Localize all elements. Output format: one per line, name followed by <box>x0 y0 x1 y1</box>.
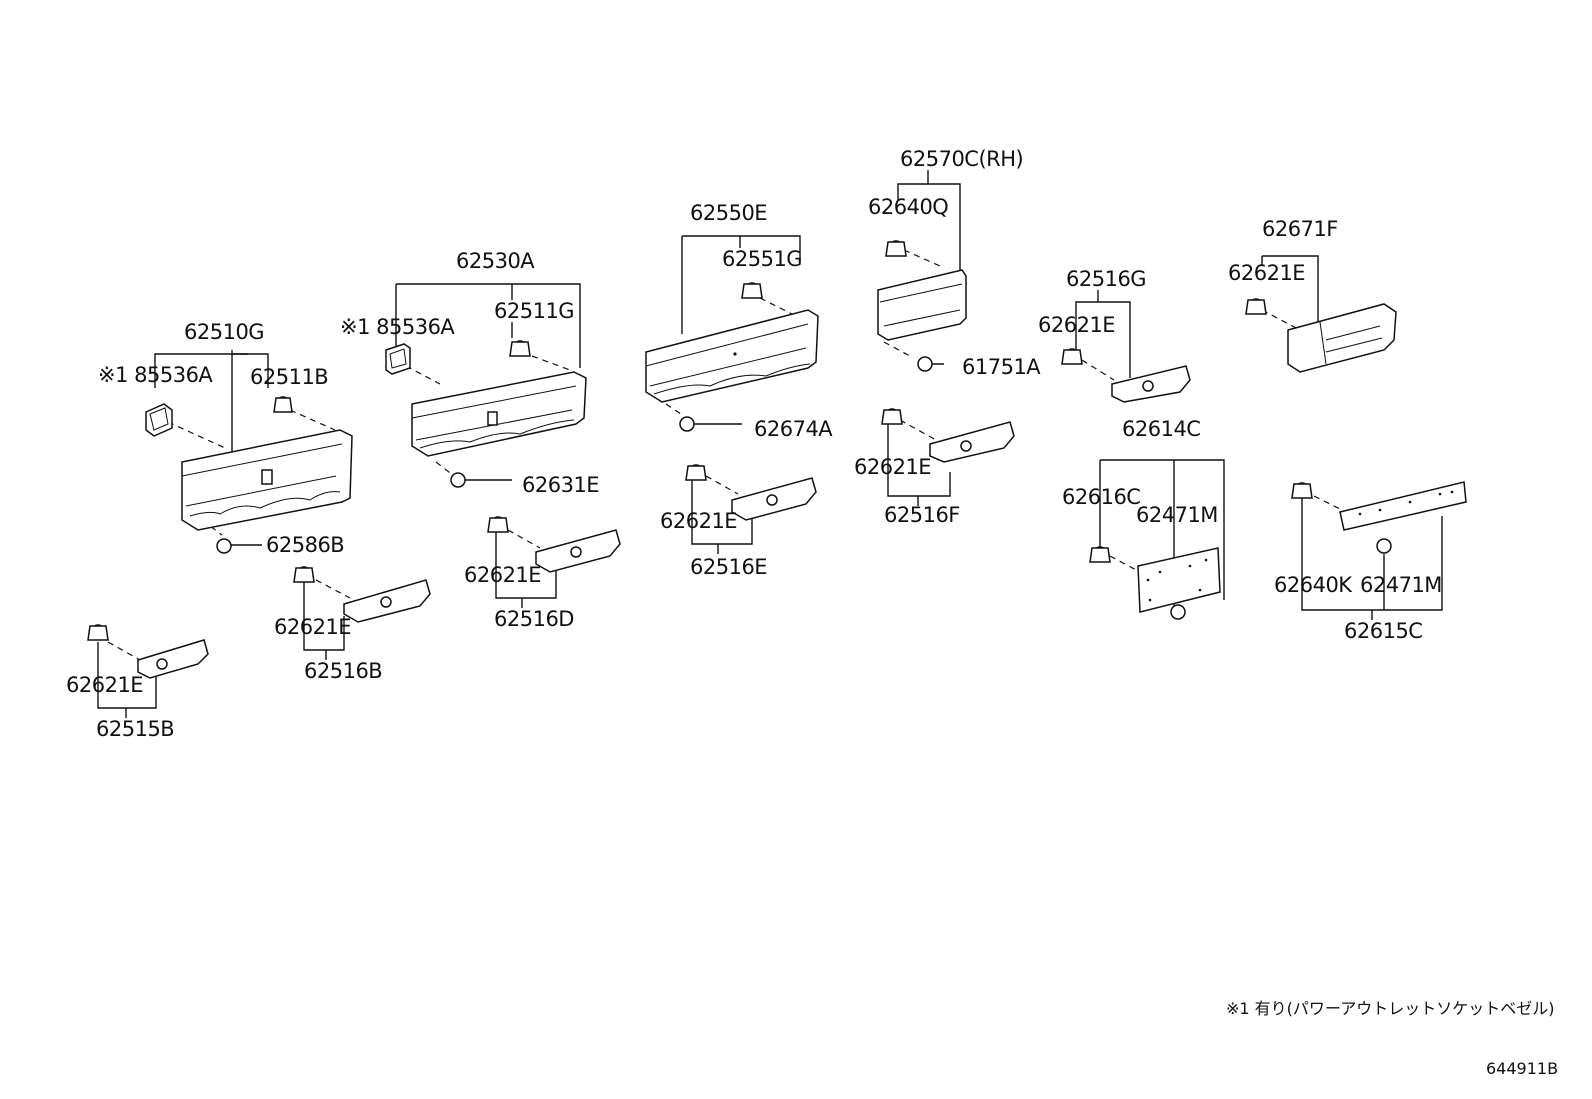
bracket-62516b <box>343 579 431 623</box>
label-62530a: 62530A <box>456 249 535 273</box>
label-62516g: 62516G <box>1066 267 1146 291</box>
clip-62640k <box>1291 482 1313 499</box>
label-62674a: 62674A <box>754 417 833 441</box>
label-62551g: 62551G <box>722 247 802 271</box>
clip-62621e-g <box>87 624 109 641</box>
pin-62471m-a <box>1170 604 1186 620</box>
clip-62616c <box>1089 546 1111 563</box>
part-labels: 62510G ※1 85536A 62511B 62586B 62530A ※1… <box>66 147 1442 741</box>
assembly-62570c <box>877 170 967 372</box>
label-62621e-e: 62621E <box>464 563 541 587</box>
label-62471m-a: 62471M <box>1136 503 1218 527</box>
label-62621e-g: 62621E <box>66 673 143 697</box>
label-85536a-left: ※1 85536A <box>98 363 213 387</box>
pin-61751a <box>917 356 933 372</box>
pin-62674a <box>679 416 695 432</box>
assembly-62516f <box>881 408 1015 506</box>
label-62671f: 62671F <box>1262 217 1338 241</box>
label-62511b: 62511B <box>250 365 328 389</box>
bracket-62516f <box>929 421 1015 463</box>
panel-62570c <box>877 269 967 341</box>
bracket-62516g <box>1111 365 1191 403</box>
label-85536a-mid: ※1 85536A <box>340 315 455 339</box>
bracket-62515b <box>137 639 209 679</box>
assembly-62516e <box>685 464 817 554</box>
label-62621e-c: 62621E <box>854 455 931 479</box>
footnote: ※1 有り(パワーアウトレットソケットベゼル) <box>1226 999 1555 1018</box>
panel-62530a <box>411 371 587 457</box>
panel-62550e <box>645 309 819 403</box>
label-62510g: 62510G <box>184 320 264 344</box>
assembly-62515b <box>87 624 209 718</box>
assembly-62615c <box>1291 481 1467 620</box>
assembly-62510g <box>145 350 353 554</box>
label-62586b: 62586B <box>266 533 344 557</box>
pin-62586b <box>216 538 232 554</box>
label-62550e: 62550E <box>690 201 767 225</box>
label-62615c: 62615C <box>1344 619 1422 643</box>
label-62621e-b: 62621E <box>1038 313 1115 337</box>
clip-62621e-b <box>1061 348 1083 365</box>
bezel-85536a-mid <box>385 343 411 375</box>
label-62640q: 62640Q <box>868 195 948 219</box>
clip-62551g <box>741 282 763 299</box>
panel-62614c <box>1137 547 1221 613</box>
assembly-62614c <box>1089 459 1225 620</box>
panel-62510g <box>181 429 353 531</box>
label-62616c: 62616C <box>1062 485 1140 509</box>
clip-62621e-c <box>881 408 903 425</box>
panel-62615c <box>1339 481 1467 531</box>
assembly-62516d <box>487 516 621 608</box>
label-62516f: 62516F <box>884 503 960 527</box>
label-62621e-f: 62621E <box>274 615 351 639</box>
label-62614c: 62614C <box>1122 417 1200 441</box>
assembly-62530a <box>385 283 587 488</box>
clip-62511g <box>509 340 531 357</box>
pin-62631e <box>450 472 466 488</box>
label-62631e: 62631E <box>522 473 599 497</box>
label-62640k: 62640K <box>1274 573 1353 597</box>
label-62621e-d: 62621E <box>660 509 737 533</box>
pin-62471m-b <box>1376 538 1392 554</box>
diagram-code: 644911B <box>1486 1059 1558 1078</box>
clip-62621e-a <box>1245 298 1267 315</box>
label-62515b: 62515B <box>96 717 174 741</box>
label-62471m-b: 62471M <box>1360 573 1442 597</box>
bezel-85536a-left <box>145 403 173 437</box>
label-61751a: 61751A <box>962 355 1041 379</box>
label-62516e: 62516E <box>690 555 767 579</box>
bracket-62516e <box>731 477 817 521</box>
clip-62511b <box>273 396 293 413</box>
label-62516d: 62516D <box>494 607 574 631</box>
label-62621e-a: 62621E <box>1228 261 1305 285</box>
assembly-62671f <box>1245 255 1397 373</box>
clip-62621e-e <box>487 516 509 533</box>
assembly-62516g <box>1061 290 1191 403</box>
assembly-62516b <box>293 566 431 660</box>
assembly-62550e <box>645 235 819 432</box>
clip-62621e-f <box>293 566 315 583</box>
clip-62640q <box>885 240 907 257</box>
label-62516b: 62516B <box>304 659 382 683</box>
label-62570c: 62570C(RH) <box>900 147 1023 171</box>
panel-62671f <box>1287 303 1397 373</box>
bracket-62516d <box>535 529 621 573</box>
label-62511g: 62511G <box>494 299 574 323</box>
clip-62621e-d <box>685 464 707 481</box>
